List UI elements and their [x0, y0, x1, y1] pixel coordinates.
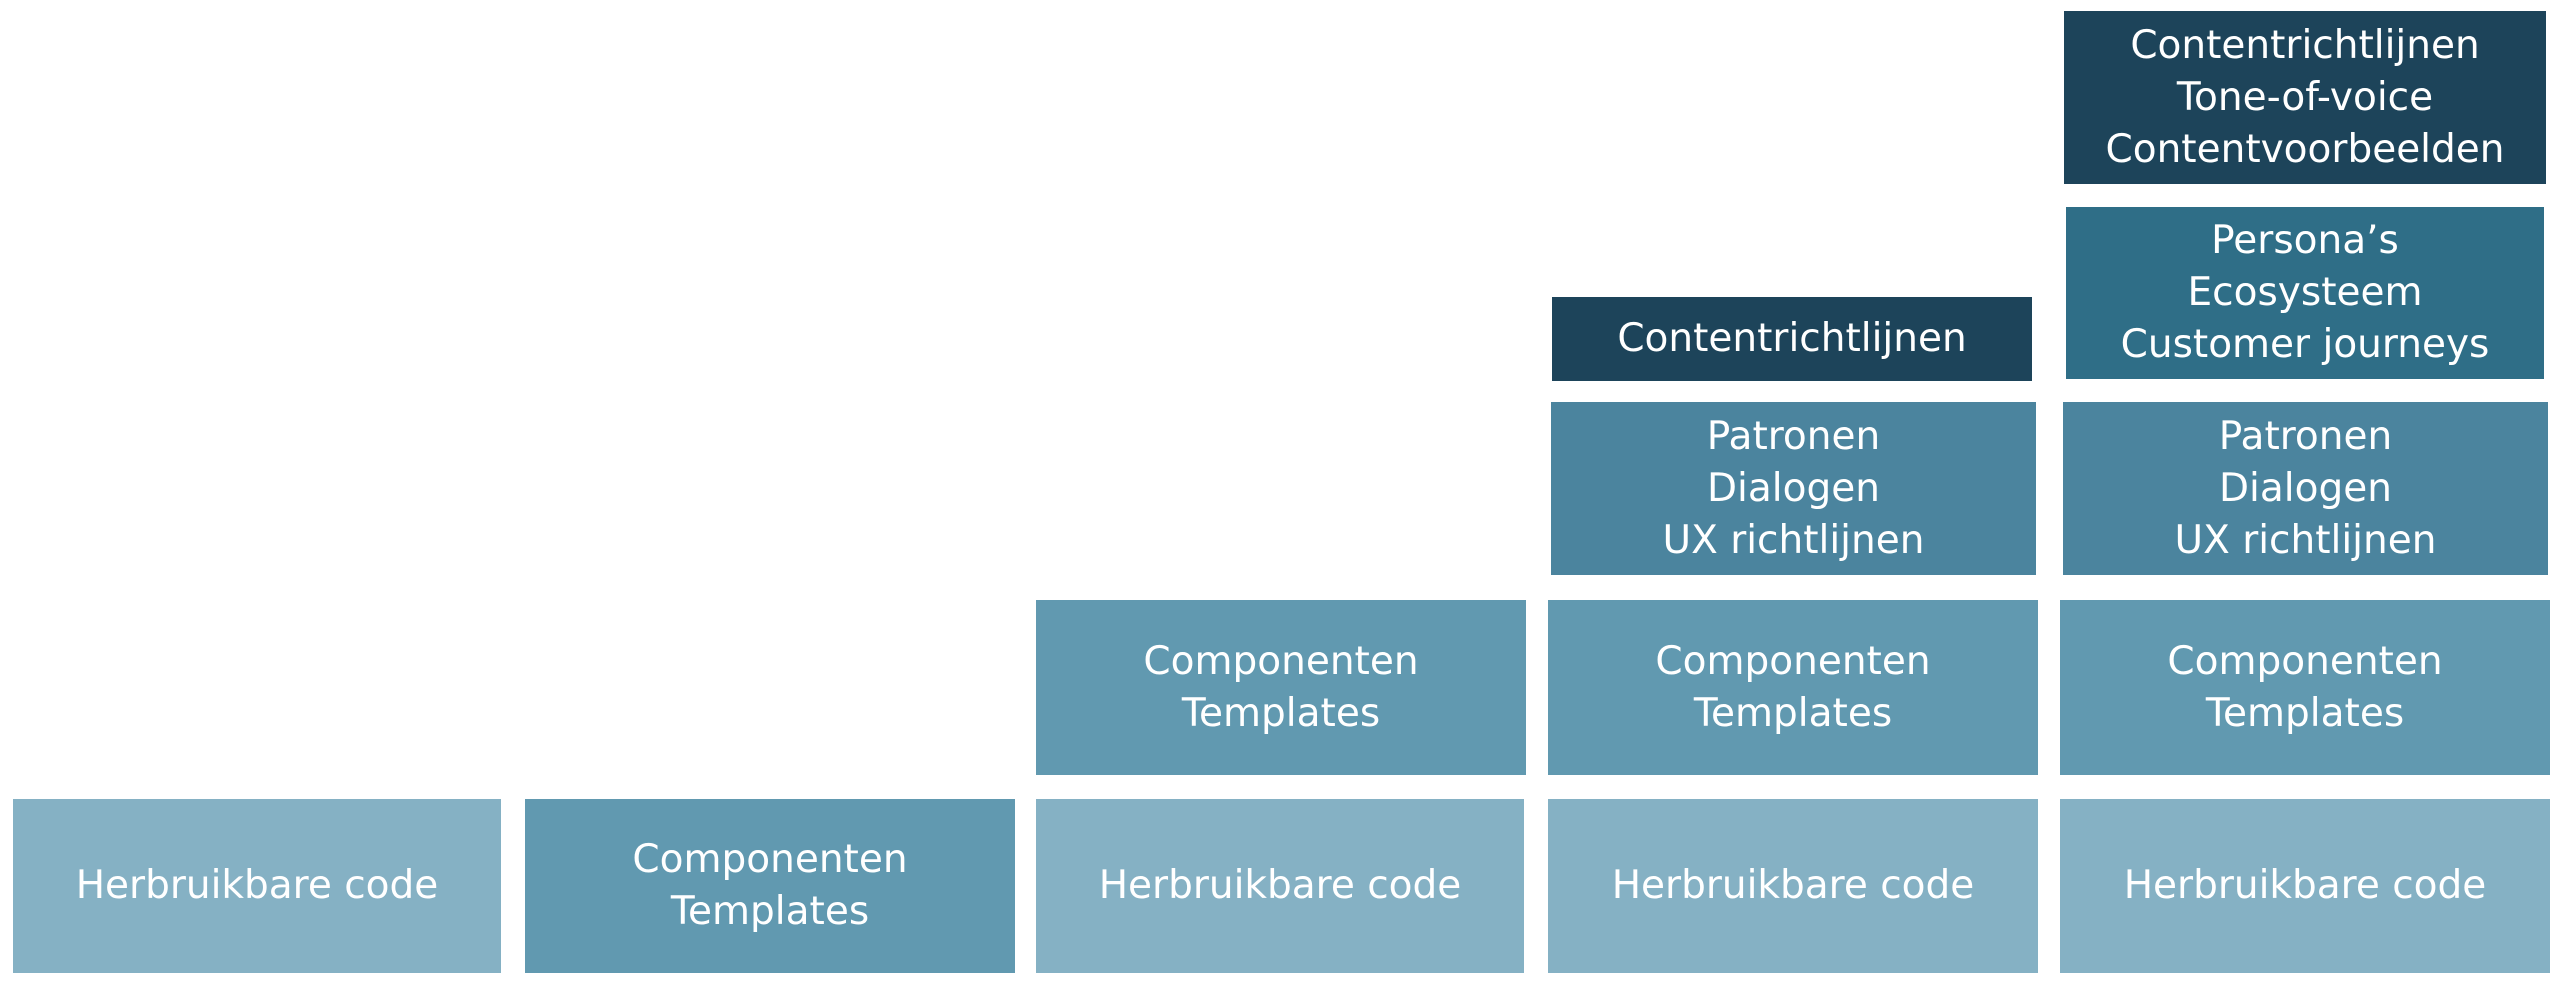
- block-line: UX richtlijnen: [2174, 517, 2437, 563]
- block-personas-col5: Persona’s Ecosysteem Customer journeys: [2066, 207, 2544, 379]
- block-line: Dialogen: [2219, 465, 2392, 511]
- block-patronen-col5: Patronen Dialogen UX richtlijnen: [2063, 402, 2548, 575]
- block-componenten-col4: Componenten Templates: [1548, 600, 2038, 775]
- block-line: Patronen: [1706, 413, 1881, 459]
- block-herbruikbare-code-col4: Herbruikbare code: [1548, 799, 2038, 973]
- block-contentrichtlijnen-col4: Contentrichtlijnen: [1552, 297, 2032, 381]
- block-herbruikbare-code-col5: Herbruikbare code: [2060, 799, 2550, 973]
- block-line: Ecosysteem: [2187, 270, 2423, 315]
- block-patronen-col4: Patronen Dialogen UX richtlijnen: [1551, 402, 2036, 575]
- block-line: Contentvoorbeelden: [2105, 126, 2505, 172]
- block-contentrichtlijnen-col5: Contentrichtlijnen Tone-of-voice Content…: [2064, 11, 2546, 184]
- block-line: UX richtlijnen: [1662, 517, 1925, 563]
- block-line: Herbruikbare code: [2123, 863, 2487, 908]
- block-line: Templates: [670, 889, 870, 934]
- block-componenten-col2: Componenten Templates: [525, 799, 1015, 973]
- block-line: Templates: [2205, 690, 2405, 736]
- block-line: Contentrichtlijnen: [2130, 22, 2480, 68]
- block-line: Componenten: [1143, 638, 1419, 684]
- block-line: Templates: [1181, 690, 1381, 736]
- block-line: Herbruikbare code: [75, 863, 439, 908]
- block-herbruikbare-code-col1: Herbruikbare code: [13, 799, 501, 973]
- block-line: Componenten: [1655, 638, 1931, 684]
- block-line: Contentrichtlijnen: [1617, 316, 1967, 361]
- block-herbruikbare-code-col3: Herbruikbare code: [1036, 799, 1524, 973]
- block-componenten-col5: Componenten Templates: [2060, 600, 2550, 775]
- block-line: Templates: [1693, 690, 1893, 736]
- block-line: Persona’s: [2211, 218, 2399, 263]
- block-line: Herbruikbare code: [1611, 863, 1975, 908]
- block-line: Componenten: [632, 837, 908, 882]
- block-line: Dialogen: [1707, 465, 1880, 511]
- block-componenten-col3: Componenten Templates: [1036, 600, 1526, 775]
- block-line: Tone-of-voice: [2176, 74, 2434, 120]
- block-line: Customer journeys: [2120, 322, 2490, 367]
- block-line: Herbruikbare code: [1098, 863, 1462, 908]
- block-line: Componenten: [2167, 638, 2443, 684]
- block-line: Patronen: [2218, 413, 2393, 459]
